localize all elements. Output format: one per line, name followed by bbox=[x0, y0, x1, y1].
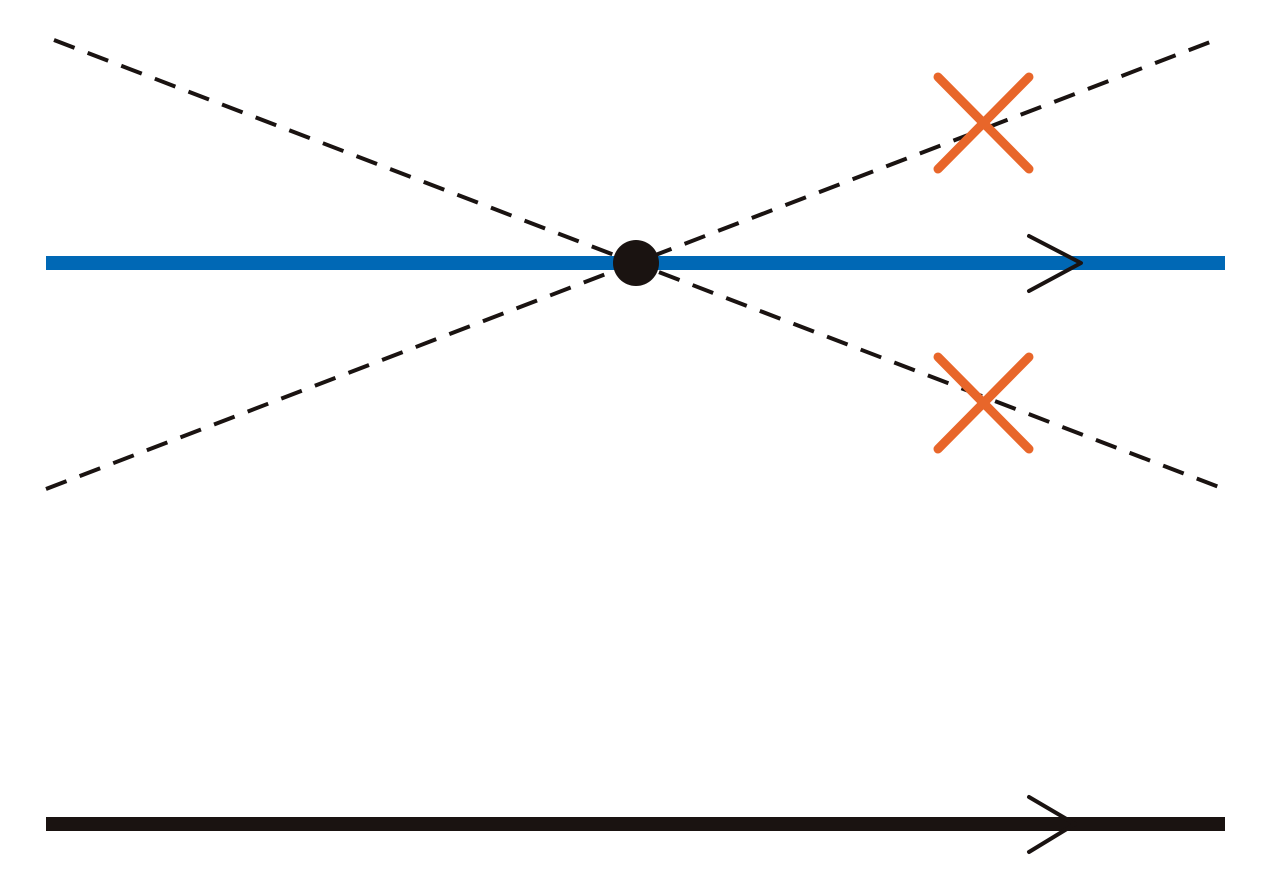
vertex-dot bbox=[613, 240, 659, 286]
black-line-arrowhead bbox=[1027, 795, 1077, 854]
upper-cross bbox=[933, 72, 1034, 174]
blue-line-arrowhead bbox=[1027, 234, 1083, 293]
lower-cross bbox=[933, 352, 1034, 454]
